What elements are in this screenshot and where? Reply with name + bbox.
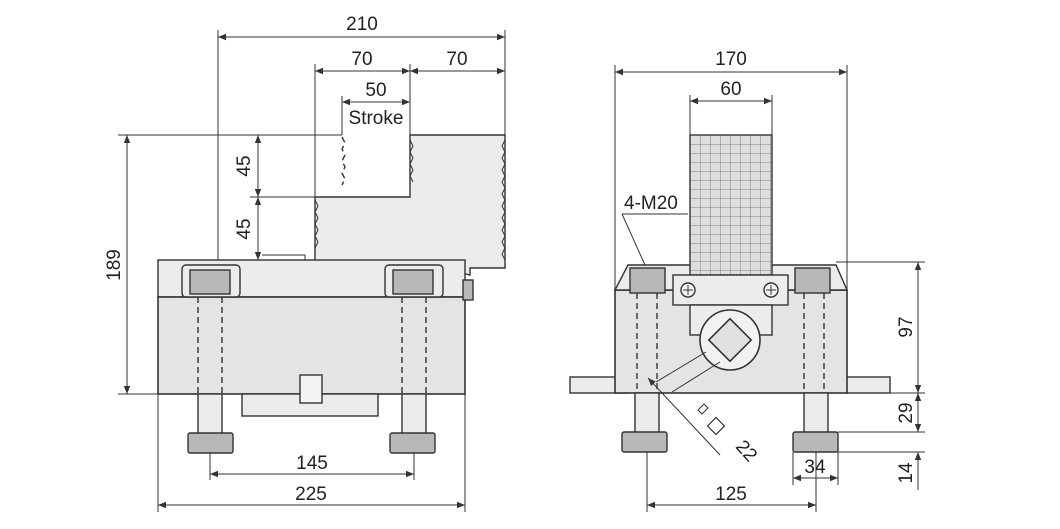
left-bolt-shank bbox=[197, 393, 223, 435]
side-right-shank bbox=[803, 392, 829, 434]
dim-210-label: 210 bbox=[346, 14, 378, 35]
dim-60-label: 60 bbox=[720, 79, 741, 100]
side-right-foot bbox=[792, 431, 839, 453]
jaw-grid-face bbox=[689, 134, 773, 276]
side-left-foot bbox=[621, 431, 668, 453]
dim-70-right-label: 70 bbox=[446, 49, 467, 70]
dim-225-label: 225 bbox=[295, 484, 327, 505]
left-foot bbox=[187, 432, 234, 454]
movable-jaw bbox=[314, 134, 506, 276]
dim-34-label: 34 bbox=[804, 457, 826, 478]
front-view bbox=[157, 134, 506, 454]
right-foot bbox=[389, 432, 436, 454]
right-flange bbox=[844, 376, 891, 394]
dim-29-label: 29 bbox=[896, 402, 917, 423]
dim-14-label: 14 bbox=[896, 462, 917, 484]
stroke-label: Stroke bbox=[349, 108, 404, 129]
square-drive bbox=[707, 317, 753, 363]
front-dimensions: 210 70 70 50 Stroke 45 45 189 145 225 bbox=[104, 14, 506, 512]
dim-97-label: 97 bbox=[896, 316, 917, 337]
side-view bbox=[569, 134, 891, 453]
wrench-size-label: 22 bbox=[731, 436, 761, 466]
right-bolt-shank bbox=[401, 393, 427, 435]
side-left-shank bbox=[634, 392, 660, 434]
dim-145-label: 145 bbox=[296, 453, 328, 474]
dim-170-label: 170 bbox=[715, 49, 747, 70]
dim-45-top-label: 45 bbox=[234, 155, 255, 176]
dim-125-label: 125 bbox=[715, 484, 747, 505]
thread-label: 4-M20 bbox=[624, 193, 678, 214]
dim-70-left-label: 70 bbox=[351, 49, 372, 70]
dim-45-bottom-label: 45 bbox=[234, 218, 255, 239]
dim-189-label: 189 bbox=[104, 249, 125, 281]
dim-50-label: 50 bbox=[365, 80, 386, 101]
